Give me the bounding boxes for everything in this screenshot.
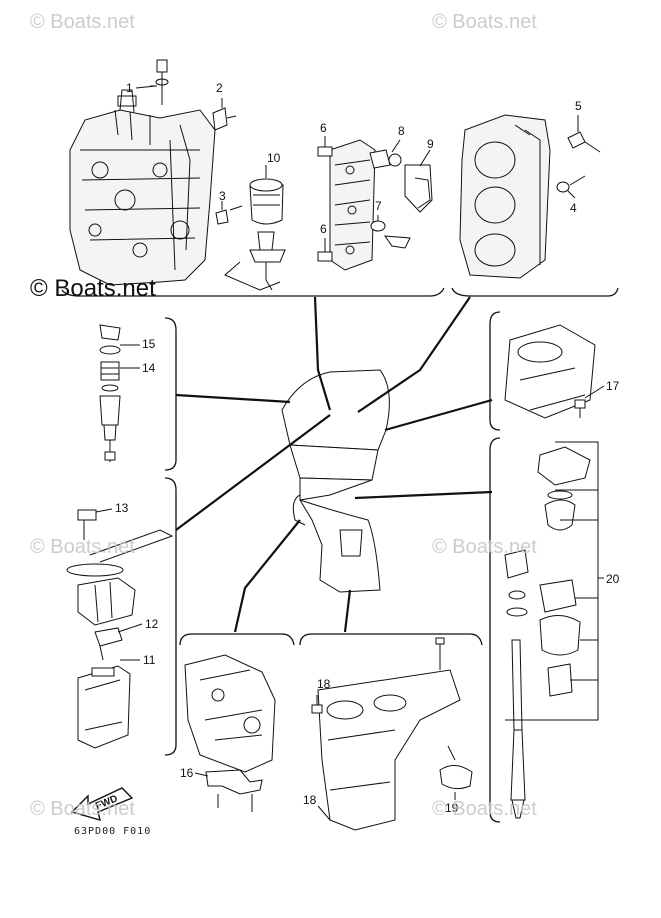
part-2-bracket — [212, 98, 237, 131]
callout-8: 8 — [398, 124, 405, 138]
callout-12: 12 — [145, 617, 159, 631]
callout-13: 13 — [115, 501, 129, 515]
part-15-oring — [99, 324, 121, 355]
callout-9: 9 — [427, 137, 434, 151]
callout-6b: 6 — [320, 222, 327, 236]
fuel-pump-assembly — [66, 563, 136, 626]
part-17-bolt — [574, 399, 586, 418]
part-18-bolt-upper — [311, 695, 323, 714]
part-13-fuel-hose — [77, 509, 174, 563]
cylinder-block-right — [459, 114, 551, 279]
faded-watermarks: © Boats.net © Boats.net © Boats.net © Bo… — [30, 11, 537, 820]
cylinder-head-middle — [329, 139, 376, 271]
watermark-mid-left: © Boats.net — [30, 536, 135, 558]
leader-lines — [175, 296, 493, 633]
part-16-plate — [205, 769, 263, 812]
callout-10: 10 — [267, 151, 281, 165]
callout-labels: 1 2 3 4 5 6 6 7 8 9 10 11 12 13 14 15 16… — [95, 81, 620, 821]
part-12-bracket — [94, 627, 123, 661]
callout-18b: 18 — [303, 793, 317, 807]
top-right-frame — [451, 287, 619, 297]
callout-4: 4 — [570, 201, 577, 215]
callout-1: 1 — [126, 81, 133, 95]
part-14-element — [100, 361, 120, 392]
part-6-bolt-lower — [317, 238, 333, 262]
callout-15: 15 — [142, 337, 156, 351]
callout-2: 2 — [216, 81, 223, 95]
exhaust-guide — [504, 324, 596, 419]
drive-shaft — [510, 639, 526, 819]
part-6-bolt-upper — [317, 136, 333, 157]
diagram-code: 63PD00 F010 — [74, 826, 152, 837]
callout-18a: 18 — [317, 677, 331, 691]
callout-6a: 6 — [320, 121, 327, 135]
callout-17: 17 — [606, 379, 620, 393]
part-10-oil-filter — [224, 165, 286, 291]
part-11-vapor-separator — [77, 665, 131, 749]
left-lower-frame — [164, 477, 177, 756]
part-7-thermostat — [370, 215, 411, 249]
top-section-frame — [61, 287, 445, 297]
right-upper-frame — [489, 311, 501, 431]
watermark-bottom-left: © Boats.net — [30, 798, 135, 820]
bottom-right-frame — [299, 633, 483, 646]
part-3-clip — [215, 201, 243, 225]
bottom-left-frame — [179, 633, 295, 646]
watermark-bottom-right: © Boats.net — [432, 798, 537, 820]
watermark-top-right: © Boats.net — [432, 11, 537, 33]
watermark-main: © Boats.net — [30, 275, 156, 302]
callout-14: 14 — [142, 361, 156, 375]
callout-3: 3 — [219, 189, 226, 203]
part-19-anode — [439, 745, 473, 800]
callout-19: 19 — [445, 801, 459, 815]
part-5-sensor — [567, 115, 601, 153]
right-lower-frame — [489, 437, 501, 823]
callout-5: 5 — [575, 99, 582, 113]
callout-16: 16 — [180, 766, 194, 780]
part-20-bracket-line — [505, 441, 604, 721]
watermark-top-left: © Boats.net — [30, 11, 135, 33]
engine-block-left — [69, 89, 216, 286]
part-9-gasket — [404, 149, 433, 213]
callout-7: 7 — [375, 199, 382, 213]
part-4-plug — [556, 175, 586, 199]
part-8-cover — [369, 139, 402, 169]
watermark-mid-right: © Boats.net — [432, 536, 537, 558]
callout-20: 20 — [606, 572, 620, 586]
fuel-filter-cup — [99, 395, 121, 462]
lower-case — [317, 637, 461, 831]
callout-11: 11 — [143, 653, 156, 667]
swivel-bracket — [184, 654, 276, 773]
water-pump-assembly — [504, 446, 591, 697]
